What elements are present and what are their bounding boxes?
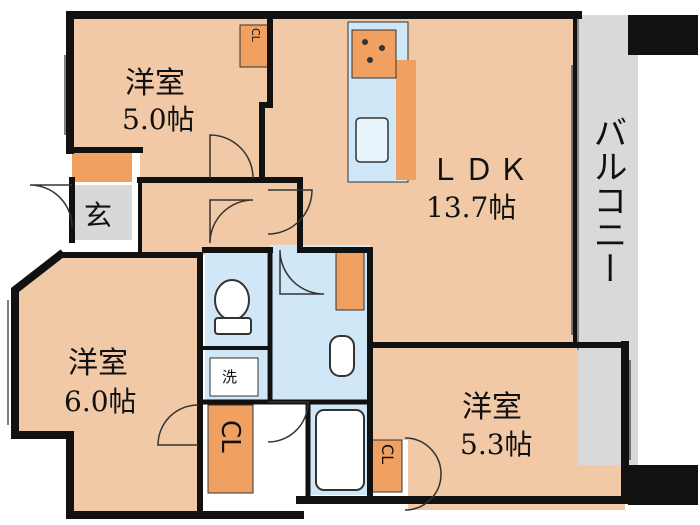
room-size-western-sw: 6.0帖 <box>64 385 137 418</box>
balcony-label: バルコニー <box>587 115 627 285</box>
closet-se <box>371 439 403 493</box>
room-ldk <box>262 15 575 345</box>
entrance-floor <box>72 185 132 240</box>
room-size-ldk: 13.7帖 <box>426 191 517 224</box>
closet-label-nw: CL <box>249 28 262 42</box>
closet-center <box>207 404 254 494</box>
door-bath <box>267 401 309 443</box>
shoe-cabinet <box>72 152 132 182</box>
burner-icon <box>379 45 385 51</box>
closet-nw <box>239 24 269 68</box>
doors <box>29 134 442 511</box>
door-se-closet <box>404 437 442 511</box>
door-sw <box>157 404 199 446</box>
room-western-se <box>370 345 625 510</box>
door-toilet <box>279 249 325 295</box>
bathtub-icon <box>315 409 365 491</box>
washbasin-icon <box>329 335 355 377</box>
door-entrance <box>29 184 73 228</box>
closet-label-center: CL <box>215 420 245 453</box>
room-fills <box>15 15 625 515</box>
room-size-western-se: 5.3帖 <box>460 428 533 461</box>
door-hall <box>209 199 254 244</box>
door-ldk <box>267 189 313 235</box>
pantry <box>335 249 365 311</box>
washer-box <box>209 357 259 397</box>
room-name-western-sw: 洋室 <box>68 346 128 381</box>
corner-pillar <box>628 465 698 505</box>
burner-icon <box>362 39 368 45</box>
washer-label: 洗 <box>222 368 238 386</box>
burner-icon <box>367 57 373 63</box>
room-name-ldk: ＬＤＫ <box>430 153 532 188</box>
stove <box>351 29 397 79</box>
windows <box>7 55 631 460</box>
room-name-western-nw: 洋室 <box>125 66 185 101</box>
door-nw <box>209 134 254 179</box>
room-size-western-nw: 5.0帖 <box>122 103 195 136</box>
room-western-sw <box>15 255 200 515</box>
room-western-nw <box>70 15 270 180</box>
kitchen-cupboard <box>396 60 416 180</box>
toilet-icon <box>214 279 250 321</box>
walls <box>11 11 698 519</box>
closet-label-se: CL <box>378 444 397 465</box>
room-name-western-se: 洋室 <box>462 390 522 425</box>
entrance-label: 玄 <box>84 199 113 232</box>
corner-pillar <box>628 15 698 55</box>
toilet-tank <box>214 317 252 335</box>
hallway <box>140 180 300 255</box>
sink-icon <box>355 117 389 163</box>
